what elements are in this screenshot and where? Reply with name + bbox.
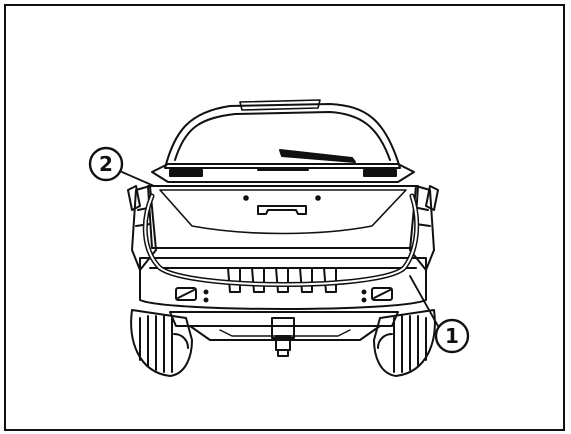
spoiler xyxy=(151,163,415,183)
right-side-trim xyxy=(425,185,439,211)
left-side-trim xyxy=(127,185,141,211)
callout-1-label: 1 xyxy=(445,324,459,348)
callout-2: 2 xyxy=(88,146,155,187)
diagram-frame xyxy=(4,4,565,431)
tow-hitch-icon xyxy=(271,317,295,357)
rear-window xyxy=(164,99,401,169)
callout-2-label: 2 xyxy=(99,152,113,176)
tailgate-handle-icon xyxy=(257,205,307,215)
rear-bumper xyxy=(139,257,427,310)
left-wheel xyxy=(130,309,193,377)
callout-1: 1 xyxy=(409,275,470,354)
wiper-icon xyxy=(279,149,356,163)
tailgate xyxy=(147,185,419,249)
right-wheel xyxy=(373,309,436,377)
